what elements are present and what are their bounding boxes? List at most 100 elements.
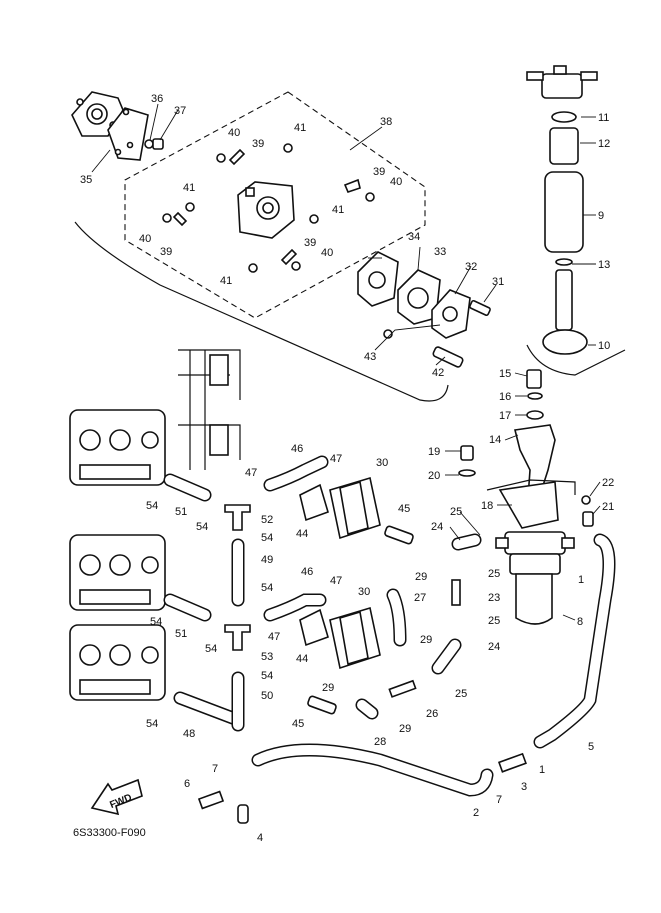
washer-20: [458, 469, 476, 477]
callout-11: 11: [598, 112, 609, 124]
callout-16: 16: [499, 391, 511, 403]
screw-31: [469, 300, 491, 316]
callout-45a: 45: [398, 503, 410, 515]
diagram-code: 6S33300-F090: [73, 827, 146, 839]
callout-42: 42: [432, 367, 444, 379]
o-ring-11: [551, 111, 577, 123]
callout-30a: 30: [376, 457, 388, 469]
callout-50: 50: [261, 690, 273, 702]
callout-47a: 47: [245, 467, 257, 479]
fuel-pump-lower-30: [299, 606, 381, 670]
callout-1a: 1: [539, 764, 545, 776]
bolt-45-lower: [307, 695, 337, 715]
callout-15: 15: [499, 368, 511, 380]
bracket-18-frame: [486, 479, 576, 495]
callout-51b: 51: [175, 628, 187, 640]
callout-40c: 40: [139, 233, 151, 245]
pump-base-32-hole: [442, 306, 458, 322]
engine-block-outline: [178, 349, 241, 470]
fuel-filter-assembly-8: [495, 531, 575, 625]
fuel-filter-cap: [526, 65, 598, 99]
filter-stem: [555, 269, 573, 331]
callout-14: 14: [489, 434, 501, 446]
bolt-19: [460, 445, 474, 461]
fuel-pump-body-exploded: [237, 181, 295, 239]
callout-39d: 39: [304, 237, 316, 249]
callout-48: 48: [183, 728, 195, 740]
callout-41b: 41: [183, 182, 195, 194]
washer-16: [527, 392, 543, 400]
callout-25b: 25: [488, 568, 500, 580]
callout-43: 43: [364, 351, 376, 363]
diaphragm-33-center: [407, 287, 429, 309]
bolt-15: [526, 369, 542, 389]
callout-1b: 1: [578, 574, 584, 586]
carburetor-2: [69, 534, 166, 611]
callout-7b: 7: [496, 794, 502, 806]
callout-4: 4: [257, 832, 263, 844]
callout-29c: 29: [322, 682, 334, 694]
callout-19: 19: [428, 446, 440, 458]
callout-32: 32: [465, 261, 477, 273]
callout-44a: 44: [296, 528, 308, 540]
callout-7a: 7: [212, 763, 218, 775]
callout-51a: 51: [175, 506, 187, 518]
carburetor-1: [69, 409, 166, 486]
callout-40d: 40: [321, 247, 333, 259]
callout-13: 13: [598, 259, 610, 271]
callout-34: 34: [408, 231, 420, 243]
callout-53: 53: [261, 651, 273, 663]
callout-54a: 54: [146, 500, 158, 512]
callout-46a: 46: [291, 443, 303, 455]
callout-54f: 54: [205, 643, 217, 655]
callout-54d: 54: [261, 582, 273, 594]
callout-2: 2: [473, 807, 479, 819]
carburetor-3: [69, 624, 166, 701]
callout-20: 20: [428, 470, 440, 482]
callout-45b: 45: [292, 718, 304, 730]
callout-10: 10: [598, 340, 610, 352]
fwd-arrow-icon: FWD: [90, 778, 143, 816]
callout-26: 26: [426, 708, 438, 720]
callout-46b: 46: [301, 566, 313, 578]
washer-22: [581, 495, 591, 505]
callout-39a: 39: [252, 138, 264, 150]
callout-41c: 41: [332, 204, 344, 216]
nut-10: [542, 329, 588, 355]
callout-25d: 25: [455, 688, 467, 700]
callout-49: 49: [261, 554, 273, 566]
o-ring-43: [383, 329, 393, 339]
fuel-pump-upper-30: [299, 476, 381, 540]
gasket-34-hole: [368, 271, 386, 289]
leader-lines: [91, 103, 601, 621]
callout-17: 17: [499, 410, 511, 422]
fuel-pump-kit-dashed-frame: [124, 91, 426, 319]
filter-element-12: [549, 127, 579, 165]
callout-24a: 24: [431, 521, 443, 533]
pump-diaphragm-plate: [107, 107, 149, 161]
callouts: 1 1 2 3 4 5 6 7 7 8 9 10 11 12 13 14 15 …: [80, 93, 614, 844]
callout-6: 6: [184, 778, 190, 790]
callout-28: 28: [374, 736, 386, 748]
spring-37: [152, 138, 164, 150]
pump-cover-plate: [71, 91, 124, 137]
callout-54e: 54: [150, 616, 162, 628]
callout-54h: 54: [146, 718, 158, 730]
callout-31: 31: [492, 276, 504, 288]
callout-40b: 40: [390, 176, 402, 188]
callout-54b: 54: [196, 521, 208, 533]
callout-41a: 41: [294, 122, 306, 134]
callout-41d: 41: [220, 275, 232, 287]
grommet-17: [526, 410, 544, 420]
callout-39b: 39: [373, 166, 385, 178]
callout-23: 23: [488, 592, 500, 604]
callout-24b: 24: [488, 641, 500, 653]
callout-12: 12: [598, 138, 610, 150]
callout-22: 22: [602, 477, 614, 489]
callout-47c: 47: [330, 575, 342, 587]
callout-39c: 39: [160, 246, 172, 258]
callout-40a: 40: [228, 127, 240, 139]
callout-27: 27: [414, 592, 426, 604]
exploded-view-bracket: [74, 221, 449, 402]
